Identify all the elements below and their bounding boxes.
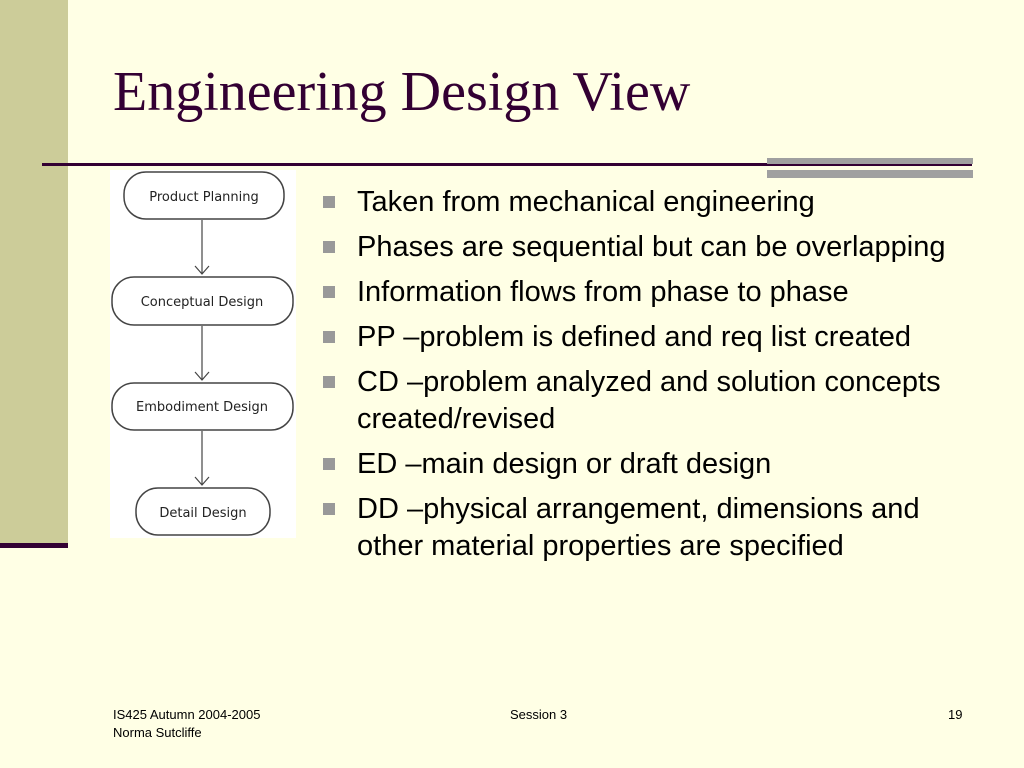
square-bullet-icon [323,503,335,515]
square-bullet-icon [323,376,335,388]
accent-bar-bottom [767,170,973,178]
footer-course: IS425 Autumn 2004-2005 [113,707,261,722]
design-flow-diagram: Product Planning Conceptual Design Embod… [110,170,296,538]
square-bullet-icon [323,331,335,343]
side-decoration-bar [0,0,68,547]
flow-arrow [194,326,210,381]
flow-step-detail-design: Detail Design [135,487,271,536]
footer-session: Session 3 [510,707,568,722]
bullet-text: DD –physical arrangement, dimensions and… [357,493,920,562]
flow-step-label: Product Planning [149,190,259,205]
bullet-text: Taken from mechanical engineering [357,186,815,218]
bullet-item: Taken from mechanical engineering [322,184,982,221]
footer-author: Norma Sutcliffe [113,725,202,740]
square-bullet-icon [323,196,335,208]
footer-course-info: IS425 Autumn 2004-2005 Norma Sutcliffe [113,706,260,742]
flow-arrow [194,220,210,275]
square-bullet-icon [323,241,335,253]
bullet-item: ED –main design or draft design [322,446,982,483]
bullet-item: Information flows from phase to phase [322,274,982,311]
accent-bar-top [767,158,973,164]
bullet-item: DD –physical arrangement, dimensions and… [322,491,982,565]
flow-step-conceptual-design: Conceptual Design [111,276,294,326]
flow-step-product-planning: Product Planning [123,171,285,220]
slide-number: 19 [948,707,963,722]
flow-step-embodiment-design: Embodiment Design [111,382,294,431]
slide-title: Engineering Design View [113,61,691,123]
bullet-text: PP –problem is defined and req list crea… [357,321,912,353]
bullet-text: CD –problem analyzed and solution concep… [357,366,941,435]
square-bullet-icon [323,458,335,470]
bullet-item: PP –problem is defined and req list crea… [322,319,982,356]
flow-step-label: Embodiment Design [136,400,268,415]
bullet-item: Phases are sequential but can be overlap… [322,229,982,266]
square-bullet-icon [323,286,335,298]
bullet-text: Information flows from phase to phase [357,276,849,308]
bullet-list: Taken from mechanical engineering Phases… [322,184,982,573]
flow-step-label: Detail Design [159,506,246,521]
title-underline-rule [42,163,972,166]
flow-step-label: Conceptual Design [141,295,264,310]
side-decoration-base-line [0,543,68,548]
bullet-text: Phases are sequential but can be overlap… [357,231,946,263]
bullet-text: ED –main design or draft design [357,448,772,480]
flow-arrow [194,431,210,486]
bullet-item: CD –problem analyzed and solution concep… [322,364,982,438]
